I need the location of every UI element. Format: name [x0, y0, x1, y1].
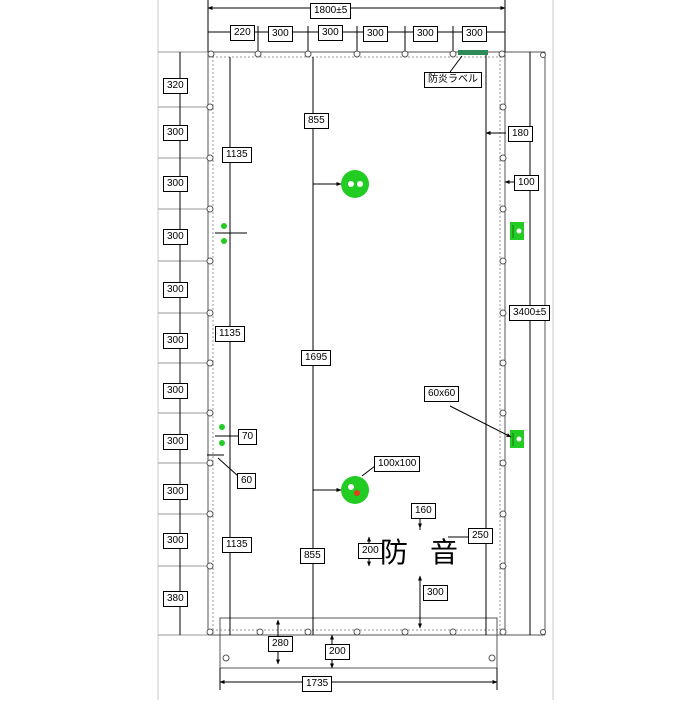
label-left-seg-9: 300 [163, 533, 188, 549]
bottom-flap [219, 617, 498, 669]
right-ext-eyelets [540, 52, 546, 635]
label-dim-855-bottom: 855 [300, 548, 325, 564]
label-right-3400: 3400±5 [509, 305, 551, 321]
label-left-seg-3: 300 [163, 229, 188, 245]
label-left-seg-1: 300 [163, 125, 188, 141]
left-eyelets [206, 103, 214, 636]
top-segment-ticks [257, 26, 454, 52]
label-top-seg-2: 300 [318, 25, 343, 41]
label-right-100: 100 [514, 175, 539, 191]
label-fire-retardant: 防炎ラベル [424, 72, 482, 88]
label-top-width: 1800±5 [310, 3, 352, 19]
label-top-seg-4: 300 [413, 26, 438, 42]
top-eyelets [207, 50, 506, 58]
title-char-1: 防 [380, 536, 408, 569]
label-left-380: 380 [163, 591, 188, 607]
pad-bottom [341, 476, 369, 504]
label-leader [449, 55, 463, 73]
fire-retardant-label-strip [458, 50, 488, 55]
label-left-seg-5: 300 [163, 333, 188, 349]
label-eyelet-1135-mid: 1135 [215, 326, 245, 342]
label-dim-160: 160 [411, 503, 436, 519]
label-dim-60: 60 [237, 473, 257, 489]
pad-size-leader [361, 465, 376, 477]
label-left-seg-7: 300 [163, 434, 188, 450]
label-left-320: 320 [163, 78, 188, 94]
label-dim-200-text: 200 [358, 543, 383, 559]
dim-60-leader [217, 457, 239, 477]
label-dim-300-text: 300 [423, 585, 448, 601]
label-left-seg-4: 300 [163, 282, 188, 298]
title-char-2: 音 [430, 536, 458, 569]
label-bottom-1735: 1735 [302, 676, 333, 692]
label-left-seg-8: 300 [163, 484, 188, 500]
label-right-180: 180 [508, 126, 533, 142]
label-dim-70: 70 [238, 429, 258, 445]
label-top-seg-5: 300 [462, 26, 487, 42]
label-pad-size: 100x100 [374, 456, 421, 472]
label-dim-855-top: 855 [304, 113, 329, 129]
side-dots [219, 223, 227, 446]
label-dim-1695: 1695 [301, 350, 332, 366]
label-top-220: 220 [230, 25, 255, 41]
left-reference-lines [158, 51, 208, 636]
sheet-outline [207, 51, 506, 636]
label-dim-280: 280 [268, 636, 293, 652]
label-velcro-size: 60x60 [424, 386, 460, 402]
label-dim-250: 250 [468, 528, 493, 544]
velcro-size-leader [449, 405, 512, 438]
pad-top [341, 170, 369, 198]
bottom-eyelets [222, 628, 496, 662]
label-left-seg-6: 300 [163, 383, 188, 399]
velcro-bottom [510, 430, 524, 448]
right-eyelets [499, 103, 507, 636]
label-eyelet-1135-top: 1135 [222, 147, 252, 163]
label-dim-200-bottom: 200 [325, 644, 350, 660]
label-top-seg-3: 300 [363, 26, 388, 42]
label-left-seg-2: 300 [163, 176, 188, 192]
label-eyelet-1135-bottom: 1135 [222, 537, 252, 553]
velcro-top [510, 222, 524, 240]
label-top-seg-1: 300 [268, 26, 293, 42]
